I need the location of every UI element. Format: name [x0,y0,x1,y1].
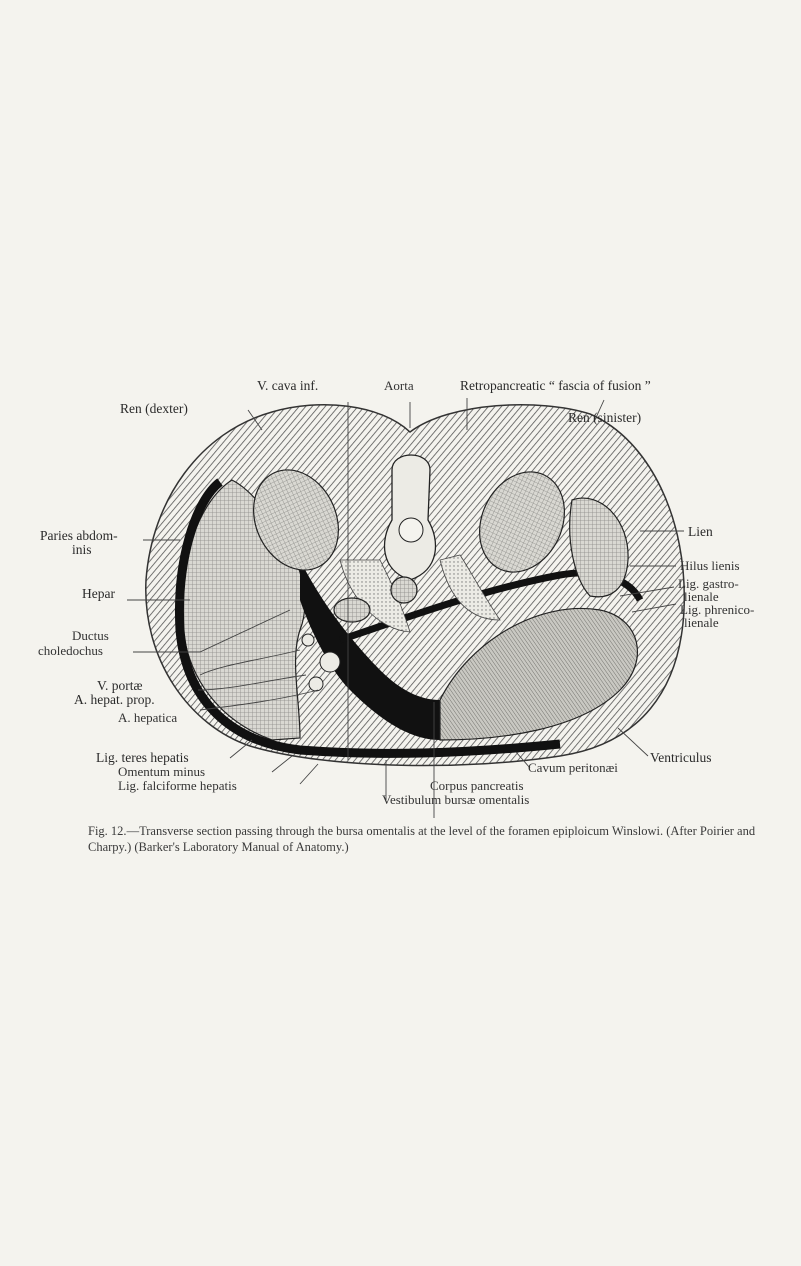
label-lig-gastro-1: Lig. gastro- [678,576,739,591]
caption-text: —Transverse section passing through the … [88,824,756,854]
peritoneal-cavity-line [174,478,561,758]
ren-dexter-shape [253,469,339,571]
label-ren-dexter: Ren (dexter) [120,401,188,416]
label-corpus: Corpus pancreatis [430,778,524,793]
label-ductus-1: Ductus [72,628,109,643]
label-ventriculus: Ventriculus [650,750,712,765]
label-ren-sinister: Ren (sinister) [568,410,641,425]
label-paries-1: Paries abdom- [40,528,118,543]
label-hilus: Hilus lienis [680,558,740,573]
vertebra-shape [383,454,437,581]
label-lig-falciforme: Lig. falciforme hepatis [118,778,237,793]
label-retropancreatic: Retropancreatic “ fascia of fusion ” [460,378,651,393]
label-vestibulum: Vestibulum bursæ omentalis [382,792,529,807]
label-lien: Lien [688,524,713,539]
aorta-shape [390,576,418,604]
lien-shape [569,497,629,598]
muscle-right [439,554,501,621]
vestibulum-black [300,560,440,740]
label-v-portae: V. portæ [97,678,143,693]
label-hepar: Hepar [82,586,115,601]
label-paries-2: inis [72,542,92,557]
ren-sinister-shape [479,471,565,573]
label-a-hepatica: A. hepatica [118,710,177,725]
anatomical-figure: V. cava inf. Aorta Retropancreatic “ fas… [38,378,754,818]
ventriculus-shape [439,607,638,741]
muscle-left [339,559,411,633]
v-cava-shape [333,597,371,623]
label-ductus-2: choledochus [38,643,103,658]
figure-number: Fig. 12. [88,824,127,838]
label-lig-phrenico-1: Lig. phrenico- [680,602,754,617]
label-a-hepat-prop: A. hepat. prop. [74,692,155,707]
label-lig-phrenico-2: lienale [684,615,719,630]
label-cavum: Cavum peritonæi [528,760,618,775]
label-lig-gastro-2: lienale [684,589,719,604]
v-portae-shape [319,651,341,673]
figure-caption: Fig. 12.—Transverse section passing thro… [88,823,778,855]
label-omentum: Omentum minus [118,764,205,779]
label-aorta: Aorta [384,378,414,393]
label-lig-teres: Lig. teres hepatis [96,750,189,765]
label-v-cava-inf: V. cava inf. [257,378,318,393]
